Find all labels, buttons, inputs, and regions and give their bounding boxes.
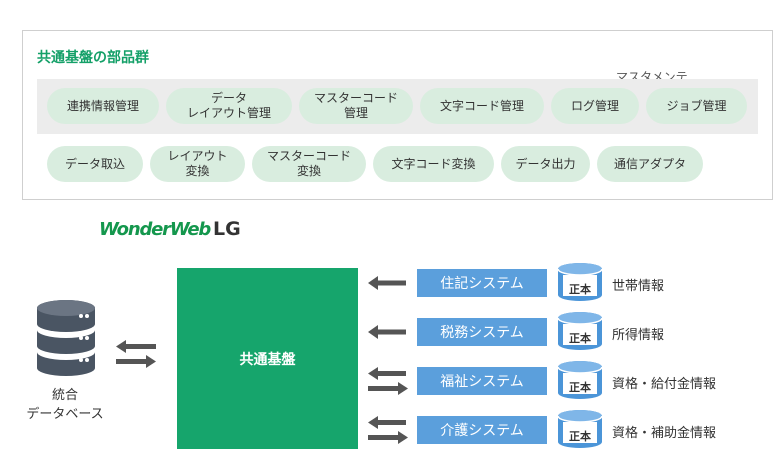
integrated-database-label: 統合 データベース [26,388,104,422]
master-record-label: 正本 [569,332,591,345]
component-pill-master-code: マスターコード 管理 [299,88,413,124]
panel-title: 共通基盤の部品群 [37,50,149,66]
bidirectional-arrow-icon [116,340,156,368]
master-record-cylinder-icon [557,361,603,399]
component-pill-link-info: 連携情報管理 [47,88,159,124]
master-record-cylinder-icon [557,263,603,301]
common-platform-label: 共通基盤 [239,351,296,368]
component-pill-data-output: データ出力 [501,146,590,182]
master-record-label: 正本 [569,430,591,443]
component-pill-job-mgmt: ジョブ管理 [646,88,747,124]
left-arrow-icon [368,276,406,290]
logo-suffix: LG [213,218,241,240]
component-pill-charcode-convert: 文字コード変換 [373,146,494,182]
system-row-zeimu: 税務システム 正本 所得情報 [366,312,766,350]
component-pill-data-import: データ取込 [47,146,143,182]
logo-wordmark: WonderWeb [99,219,211,240]
bidirectional-arrow-icon [368,367,408,395]
system-box: 住記システム [417,269,547,297]
component-pill-data-layout: データ レイアウト管理 [166,88,292,124]
master-record-cylinder-icon [557,410,603,448]
component-pill-master-code-convert: マスターコード 変換 [252,146,366,182]
system-box: 福祉システム [417,367,547,395]
integrated-database-icon [37,300,95,376]
master-record-label: 正本 [569,283,591,296]
bidirectional-arrow-icon [368,416,408,444]
component-pill-charcode-mgmt: 文字コード管理 [420,88,544,124]
system-row-fukushi: 福祉システム 正本 資格・給付金情報 [366,361,766,399]
component-pill-log-mgmt: ログ管理 [551,88,639,124]
master-record-cylinder-icon [557,312,603,350]
system-box: 介護システム [417,416,547,444]
system-info-label: 資格・給付金情報 [612,377,717,392]
component-pill-comm-adapter: 通信アダプタ [597,146,703,182]
left-arrow-icon [368,325,406,339]
system-info-label: 所得情報 [612,328,665,343]
master-record-label: 正本 [569,381,591,394]
system-box: 税務システム [417,318,547,346]
system-info-label: 世帯情報 [612,279,665,294]
system-info-label: 資格・補助金情報 [612,426,717,441]
system-row-kaigo: 介護システム 正本 資格・補助金情報 [366,410,766,448]
common-platform-box: 共通基盤 [177,268,358,449]
component-pill-layout-convert: レイアウト 変換 [150,146,245,182]
system-row-jyuki: 住記システム 正本 世帯情報 [366,263,766,301]
wonderweb-lg-logo: WonderWeb LG [99,218,241,240]
components-panel: 共通基盤の部品群 マスタメンテ 連携情報管理 データ レイアウト管理 マスターコ… [22,30,773,200]
